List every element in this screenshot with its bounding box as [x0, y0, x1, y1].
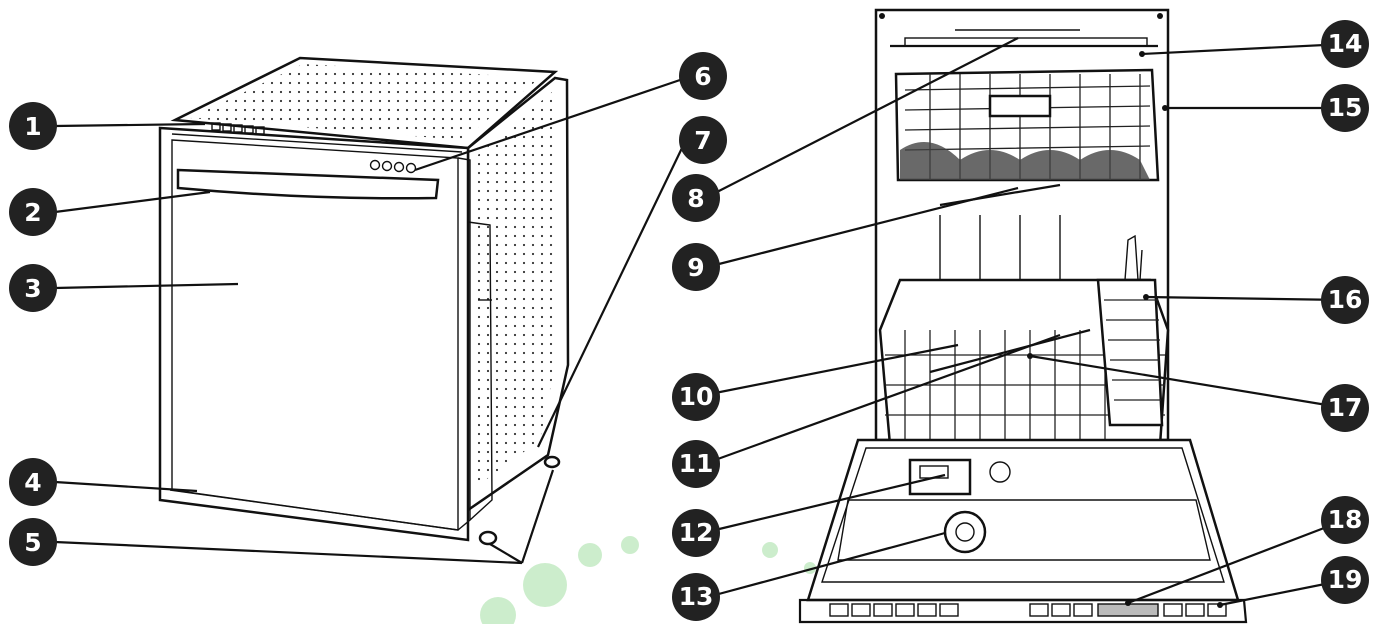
lower-spray-arm: [929, 328, 1091, 374]
callout-marker-2: 2: [9, 188, 57, 236]
upper-rack: [894, 68, 1160, 182]
callout-marker-19: 19: [1321, 556, 1369, 604]
callout-label-3: 3: [24, 274, 41, 303]
callout-label-19: 19: [1328, 565, 1363, 594]
control-buttons: [211, 122, 265, 135]
leveling-leg: [478, 530, 498, 546]
callout-marker-4: 4: [9, 458, 57, 506]
callout-marker-5: 5: [9, 518, 57, 566]
leveling-leg: [543, 455, 561, 469]
callout-label-16: 16: [1328, 285, 1363, 314]
callout-label-6: 6: [694, 62, 711, 91]
callout-label-8: 8: [687, 184, 704, 213]
open-door: [798, 438, 1248, 624]
callout-label-4: 4: [24, 468, 41, 497]
callout-marker-11: 11: [672, 440, 720, 488]
callout-marker-8: 8: [672, 174, 720, 222]
filter-assembly: [943, 510, 987, 554]
callout-markers: 1 2 3 4 5 6 7 8: [9, 20, 1369, 621]
callout-marker-14: 14: [1321, 20, 1369, 68]
door-handle: [176, 168, 440, 200]
callout-marker-15: 15: [1321, 84, 1369, 132]
callout-label-1: 1: [24, 112, 41, 141]
status-indicator-lights: [369, 159, 417, 174]
callout-label-10: 10: [679, 382, 714, 411]
callout-label-18: 18: [1328, 505, 1363, 534]
callout-label-15: 15: [1328, 93, 1363, 122]
leader-lines: [54, 37, 1346, 608]
callout-marker-12: 12: [672, 509, 720, 557]
callout-marker-16: 16: [1321, 276, 1369, 324]
callout-label-7: 7: [694, 126, 711, 155]
callout-marker-3: 3: [9, 264, 57, 312]
callout-label-11: 11: [679, 449, 714, 478]
callout-marker-9: 9: [672, 243, 720, 291]
callout-label-12: 12: [679, 518, 714, 547]
silverware-basket: [1096, 234, 1164, 427]
callout-marker-18: 18: [1321, 496, 1369, 544]
door-edge-controls: [829, 603, 1227, 617]
open-dishwasher-illustration: [798, 8, 1248, 624]
callout-label-14: 14: [1328, 29, 1363, 58]
closed-dishwasher-illustration: [158, 56, 570, 546]
callout-marker-1: 1: [9, 102, 57, 150]
callout-marker-13: 13: [672, 573, 720, 621]
callout-marker-6: 6: [679, 52, 727, 100]
callout-marker-7: 7: [679, 116, 727, 164]
callout-label-5: 5: [24, 528, 41, 557]
watermark-dots: [480, 536, 816, 624]
callout-label-2: 2: [24, 198, 41, 227]
lower-rack: [878, 278, 1170, 447]
callout-label-9: 9: [687, 253, 704, 282]
callout-label-13: 13: [679, 582, 714, 611]
callout-marker-10: 10: [672, 373, 720, 421]
callout-label-17: 17: [1328, 393, 1363, 422]
callout-marker-17: 17: [1321, 384, 1369, 432]
